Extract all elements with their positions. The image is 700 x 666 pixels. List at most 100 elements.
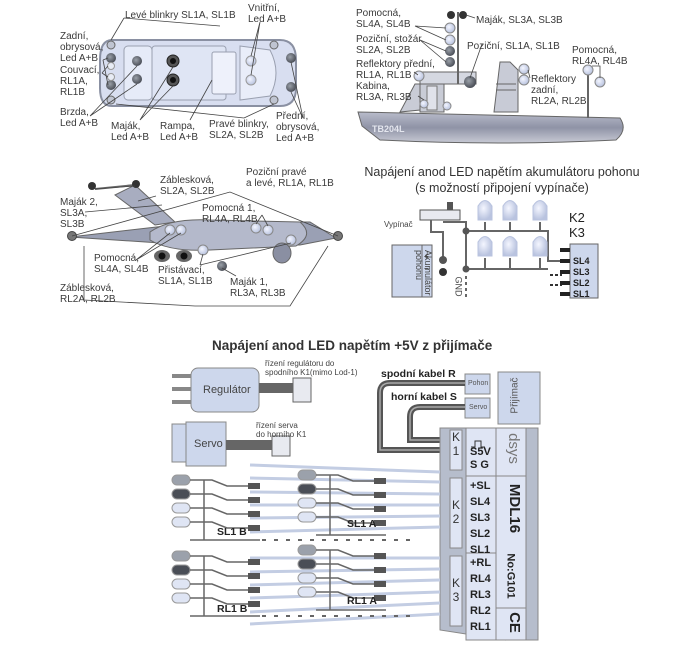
receiver-port-servo: Servo	[469, 404, 488, 411]
led-wire	[316, 516, 374, 524]
module-model: MDL16	[506, 483, 524, 534]
led-wire	[316, 549, 374, 557]
led	[171, 564, 191, 576]
battery-label: Akumulátor pohonu	[414, 250, 433, 296]
battery-pin-list: SL4 SL3 SL2 SL1	[573, 256, 590, 300]
plane-label-aux: Pomocná, SL4A, SL4B	[94, 253, 149, 275]
wire-connector	[248, 483, 260, 489]
switch-label: Vypínač	[384, 220, 413, 229]
led	[297, 558, 317, 570]
module-k1-pins: S5V S G	[470, 446, 491, 471]
wire-connector	[374, 506, 386, 512]
led-wire	[190, 493, 248, 501]
group-label-sl1a: SL1 A	[347, 518, 377, 530]
upper-cable-label: horní kabel S	[391, 391, 457, 403]
led-wire	[316, 502, 374, 510]
module-k3-pins: +RL RL4 RL3 RL2 RL1	[470, 555, 491, 635]
led	[297, 511, 317, 523]
k2-pin: SL3	[470, 512, 491, 524]
led-wire	[190, 507, 248, 515]
ship-illustration	[357, 11, 624, 144]
led	[297, 586, 317, 598]
led-wire	[190, 569, 248, 577]
group-label-rl1b: RL1 B	[217, 603, 248, 615]
receiver-label: Přijímač	[509, 377, 521, 414]
k2-pin: SL1	[470, 544, 491, 556]
ship-label-position: Poziční, SL1A, SL1B	[467, 41, 560, 52]
car-label-right-blinkers: Pravé blinkry, SL2A, SL2B	[209, 119, 269, 141]
ship-label-position-mast: Poziční, stožár SL2A, SL2B	[356, 34, 422, 56]
wire-connector	[374, 492, 386, 498]
wire-connector	[374, 520, 386, 526]
wire-connector	[248, 511, 260, 517]
wire-connector	[374, 567, 386, 573]
ship-label-front-reflectors: Reflektory přední, RL1A, RL1B	[356, 59, 435, 81]
k3-pin: +RL	[470, 557, 492, 569]
car-label-reverse: Couvací, RL1A, RL1B	[60, 65, 100, 98]
servo-note: řízení serva do horního K1	[256, 421, 307, 439]
battery-minus: −	[424, 264, 429, 273]
led-wire	[190, 479, 248, 487]
led	[171, 474, 191, 486]
battery-diagram-title: Napájení anod LED napětím akumulátoru po…	[364, 165, 640, 179]
plane-label-beacon1: Maják 1, RL3A, RL3B	[230, 277, 286, 299]
gnd-label: GND	[453, 276, 464, 297]
ship-label-beacon: Maják, SL3A, SL3B	[476, 15, 563, 26]
ship-label-aux-rear: Pomocná, RL4A, RL4B	[572, 45, 628, 67]
led-groups	[171, 469, 412, 617]
battery-diagram-subtitle: (s možností připojení vypínače)	[415, 181, 589, 195]
receiver-wiring-diagram	[171, 367, 541, 641]
plane-label-landing: Přistávací, SL1A, SL1B	[158, 265, 213, 287]
led	[297, 544, 317, 556]
k3-pin: RL1	[470, 621, 491, 633]
led	[297, 497, 317, 509]
ship-label-rear-reflectors: Reflektory zadní, RL2A, RL2B	[531, 74, 587, 107]
module-k3: K 3	[452, 576, 461, 604]
led-wire	[316, 474, 374, 482]
car-label-brake: Brzda, Led A+B	[60, 107, 99, 129]
led-wire	[316, 488, 374, 496]
k3-pin: RL2	[470, 605, 491, 617]
k2-pin: +SL	[470, 480, 491, 492]
car-label-left-blinkers: Levé blinkry SL1A, SL1B	[125, 10, 236, 21]
module-brand: dsys	[504, 433, 522, 464]
led	[297, 572, 317, 584]
led	[171, 502, 191, 514]
wire-connector	[248, 587, 260, 593]
k2-pin: SL2	[470, 528, 491, 540]
led-wire	[316, 577, 374, 585]
led	[171, 516, 191, 528]
group-label-sl1b: SL1 B	[217, 526, 247, 538]
car-label-beacon: Maják, Led A+B	[111, 121, 150, 143]
car-label-rear-outline: Zadní, obrysová, Led A+B	[60, 31, 104, 64]
pin-sl4: SL4	[573, 256, 590, 266]
connector-labels: K2 K3	[569, 210, 585, 240]
pin-sl3: SL3	[573, 267, 590, 277]
led-wire	[316, 591, 374, 599]
car-lights	[106, 40, 296, 105]
plane-label-strobe-tail: Záblesková, SL2A, SL2B	[160, 175, 215, 197]
plane-illustration	[67, 180, 343, 307]
led	[297, 483, 317, 495]
car-label-interior: Vnitřní, Led A+B	[248, 3, 287, 25]
lower-cable-label: spodní kabel R	[381, 368, 456, 380]
led	[171, 550, 191, 562]
wire-connector	[248, 601, 260, 607]
led-wire	[316, 563, 374, 571]
battery-wiring-diagram	[391, 200, 599, 300]
wire-connector	[248, 573, 260, 579]
ship-label-aux-mast: Pomocná, SL4A, SL4B	[356, 8, 411, 30]
pin-sl1: SL1	[573, 289, 590, 299]
plane-label-aux1: Pomocná 1, RL4A, RL4B	[202, 203, 258, 225]
led-wire	[190, 583, 248, 591]
regulator-note: řízení regulátoru do spodního K1(mimo Lo…	[265, 359, 358, 377]
pin-sl2: SL2	[573, 278, 590, 288]
ship-label-cabin: Kabina, RL3A, RL3B	[356, 81, 412, 103]
wire-connector	[374, 581, 386, 587]
led-wire	[190, 597, 248, 605]
module-k2-pins: +SL SL4 SL3 SL2 SL1	[470, 478, 490, 558]
receiver-port-drive: Pohon	[468, 380, 489, 387]
k3-pin: RL3	[470, 589, 491, 601]
led-wire	[190, 555, 248, 563]
led-wire	[190, 521, 248, 529]
